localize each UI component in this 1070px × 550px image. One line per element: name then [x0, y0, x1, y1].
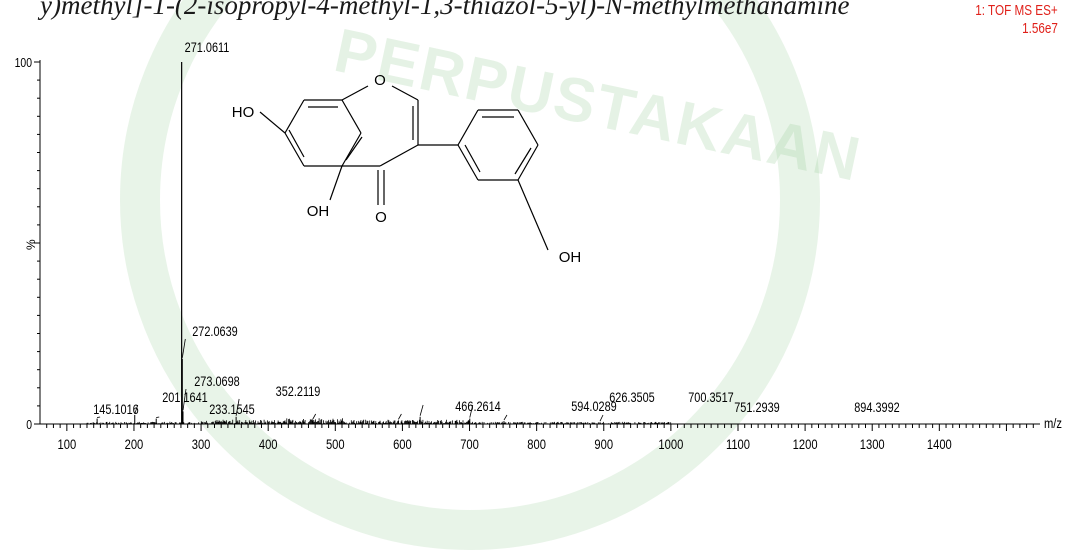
peak-label: 273.0698 — [194, 374, 240, 390]
x-tick-label: 700 — [460, 437, 479, 452]
x-tick-label: 600 — [393, 437, 412, 452]
y-tick-label: 0 — [26, 418, 32, 432]
bond — [341, 132, 362, 167]
peak-label-leader — [134, 404, 139, 415]
peak-label-leader — [97, 416, 101, 418]
peak-label: 271.0611 — [185, 40, 230, 56]
atom-label: HO — [232, 104, 255, 121]
peak-label: 594.0289 — [571, 399, 617, 415]
x-tick-label: 1300 — [860, 437, 885, 452]
bond — [288, 129, 305, 158]
bond — [259, 111, 286, 134]
x-axis-label: m/z — [1044, 416, 1062, 431]
y-tick-label: 100 — [15, 56, 33, 70]
axes: 0 100% 100 200 300 400 500 600 700 800 900 1000 1100… — [15, 56, 1062, 452]
x-tick-label: 400 — [259, 437, 278, 452]
mass-spectrum-plot: 0 100% 100 200 300 400 500 600 700 800 900 1000 1100… — [15, 40, 1062, 453]
baseline-noise — [86, 418, 672, 424]
bond — [517, 179, 549, 251]
peak-label-leader — [181, 338, 186, 358]
peaks: 145.1016201.1641233.1545271.0611272.0639… — [93, 40, 900, 424]
peak-label: 626.3505 — [609, 390, 655, 406]
x-tick-label: 100 — [58, 437, 77, 452]
bond — [341, 85, 369, 101]
peak-label-leader — [503, 414, 508, 421]
x-tick-label: 800 — [527, 437, 546, 452]
peak-label: 145.1016 — [93, 402, 139, 418]
peak-label: 352.2119 — [276, 384, 321, 400]
peak-label: 466.2614 — [455, 399, 501, 415]
instrument-mode: 1: TOF MS ES+ — [975, 2, 1058, 19]
bond — [341, 99, 362, 134]
peak-label: 272.0639 — [192, 324, 238, 340]
x-tick-label: 300 — [192, 437, 211, 452]
x-tick-label: 1400 — [927, 437, 952, 452]
peak-label-leader — [312, 413, 317, 420]
peak-label-leader — [469, 404, 474, 418]
x-tick-label: 500 — [326, 437, 345, 452]
bond — [379, 144, 419, 167]
bond — [391, 85, 419, 101]
atom-label: O — [374, 72, 386, 89]
x-tick-label: 1000 — [658, 437, 683, 452]
compound-caption: y)methyl]-1-(2-isopropyl-4-methyl-1,3-th… — [40, 0, 850, 20]
bond — [284, 132, 305, 167]
instrument-intensity: 1.56e7 — [1022, 20, 1058, 37]
chemical-structure: O O OH HO OH — [232, 72, 582, 266]
bond — [517, 109, 539, 146]
bond — [329, 165, 343, 201]
x-tick-label: 1100 — [726, 437, 750, 452]
peak-label-leader — [182, 388, 187, 411]
peak-label-leader — [156, 416, 160, 418]
y-axis-label: % — [24, 239, 38, 250]
bond — [517, 144, 539, 181]
atom-label: OH — [559, 249, 582, 266]
peak-label: 751.2939 — [734, 400, 780, 416]
x-tick-label: 1200 — [793, 437, 818, 452]
x-tick-label: 900 — [594, 437, 613, 452]
bond — [514, 147, 532, 175]
peak-label-leader — [235, 398, 240, 416]
peak-label-leader — [419, 404, 424, 416]
bond — [464, 144, 481, 173]
noise-trace — [86, 418, 672, 424]
peak-label: 233.1545 — [209, 402, 255, 418]
peak-label-leader — [398, 413, 402, 420]
atom-label: O — [375, 209, 387, 226]
spectrum-figure: PERPUSTAKAAN y)methyl]-1-(2-isopropyl-4-… — [15, 0, 1062, 550]
atom-label: OH — [307, 203, 330, 220]
bond — [457, 109, 479, 146]
peak-label: 894.3992 — [854, 400, 900, 416]
bond — [345, 136, 363, 161]
bond — [284, 99, 305, 134]
x-tick-label: 200 — [125, 437, 144, 452]
bond — [457, 144, 479, 181]
peak-label: 700.3517 — [688, 390, 734, 406]
peak-label-leader — [599, 414, 604, 422]
